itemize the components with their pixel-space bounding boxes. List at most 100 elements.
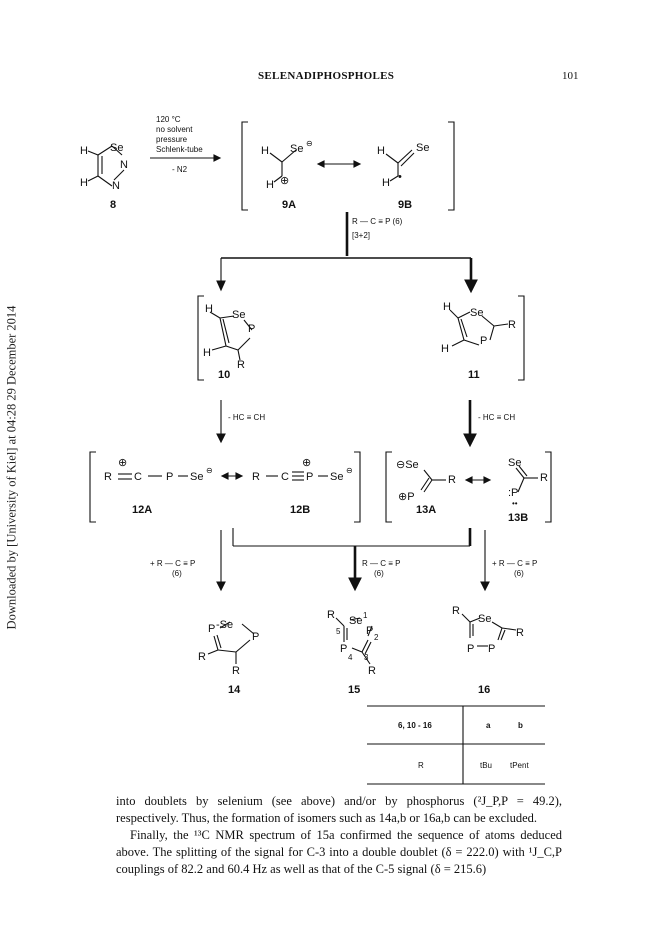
label-12B: 12B: [290, 504, 310, 516]
svg-text:⊕: ⊕: [280, 175, 289, 187]
structure-13A: [420, 469, 446, 493]
table-cell-tbu: tBu: [480, 761, 492, 770]
svg-text:Se: Se: [110, 142, 123, 154]
table-cell-tpent: tPent: [510, 761, 529, 770]
svg-text:P: P: [488, 643, 495, 655]
svg-text:N: N: [120, 159, 128, 171]
svg-text:R: R: [237, 359, 245, 371]
condition-pressure: pressure: [156, 135, 188, 144]
svg-text:Se: Se: [508, 457, 521, 469]
label-9B: 9B: [398, 199, 412, 211]
svg-text:H: H: [382, 177, 390, 189]
svg-text:H: H: [377, 145, 385, 157]
svg-text:⊕: ⊕: [302, 457, 311, 469]
svg-text:H: H: [441, 343, 449, 355]
svg-text:P: P: [252, 631, 259, 643]
svg-text:H: H: [203, 347, 211, 359]
svg-text:C: C: [281, 471, 289, 483]
svg-text:Se: Se: [330, 471, 343, 483]
svg-text:⊖: ⊖: [206, 466, 213, 475]
table-header-b: b: [518, 721, 523, 730]
table-cell-r: R: [418, 761, 424, 770]
svg-text:⊕P: ⊕P: [398, 491, 415, 503]
svg-text:Se: Se: [478, 613, 491, 625]
svg-text:••: ••: [512, 499, 518, 508]
reaction-scheme: 120 °C no solvent pressure Schlenk-tube …: [80, 115, 552, 785]
svg-text:R: R: [252, 471, 260, 483]
svg-text:R: R: [448, 474, 456, 486]
label-9A: 9A: [282, 199, 296, 211]
svg-text:R: R: [104, 471, 112, 483]
svg-text:C: C: [134, 471, 142, 483]
reagent-center: R — C ≡ P: [362, 559, 400, 568]
table-header-a: a: [486, 721, 491, 730]
label-8: 8: [110, 199, 116, 211]
reagent-center-ref: (6): [374, 569, 384, 578]
structure-13B: [515, 465, 538, 493]
label-13A: 13A: [416, 504, 436, 516]
svg-text::P: :P: [508, 487, 518, 499]
svg-text:R: R: [327, 609, 335, 621]
reagent-right: + R — C ≡ P: [492, 559, 537, 568]
svg-text:R: R: [508, 319, 516, 331]
svg-text:P: P: [166, 471, 173, 483]
svg-text:R: R: [516, 627, 524, 639]
svg-text:•: •: [398, 171, 402, 183]
svg-text:R: R: [232, 665, 240, 677]
label-13B: 13B: [508, 512, 528, 524]
svg-text:Se: Se: [470, 307, 483, 319]
svg-text:P: P: [480, 335, 487, 347]
structure-11: [449, 309, 509, 347]
label-12A: 12A: [132, 504, 152, 516]
structure-15: [335, 617, 373, 665]
label-15: 15: [348, 684, 360, 696]
structure-9A: [269, 149, 297, 183]
loss-acetylene-left: - HC ≡ CH: [228, 413, 265, 422]
svg-text:H: H: [80, 145, 88, 157]
svg-text:H: H: [261, 145, 269, 157]
running-title: SELENADIPHOSPHOLES: [258, 70, 395, 82]
paragraph-2: Finally, the ¹³C NMR spectrum of 15a con…: [116, 828, 562, 876]
structure-16: [461, 613, 517, 647]
svg-text:-Se: -Se: [216, 619, 233, 631]
svg-text:R: R: [540, 472, 548, 484]
svg-text:H: H: [80, 177, 88, 189]
svg-text:⊖Se: ⊖Se: [396, 459, 419, 471]
svg-text:P: P: [467, 643, 474, 655]
cycloaddition-label: [3+2]: [352, 231, 370, 240]
svg-text:Se: Se: [349, 615, 362, 627]
svg-text:H: H: [205, 303, 213, 315]
svg-text:N: N: [112, 180, 120, 192]
page-number: 101: [562, 70, 579, 82]
structure-14: [207, 621, 255, 664]
svg-text:P: P: [366, 625, 373, 637]
svg-text:R: R: [452, 605, 460, 617]
structure-10: [209, 311, 253, 361]
svg-text:R: R: [198, 651, 206, 663]
loss-acetylene-right: - HC ≡ CH: [478, 413, 515, 422]
svg-text:P: P: [340, 643, 347, 655]
svg-text:H: H: [443, 301, 451, 313]
condition-solvent: no solvent: [156, 125, 193, 134]
svg-text:Se: Se: [190, 471, 203, 483]
condition-vessel: Schlenk-tube: [156, 145, 203, 154]
paragraph-1: into doublets by selenium (see above) an…: [116, 794, 562, 825]
reagent-right-ref: (6): [514, 569, 524, 578]
label-11: 11: [468, 369, 480, 381]
svg-text:⊖: ⊖: [346, 466, 353, 475]
svg-text:2: 2: [374, 633, 379, 642]
condition-n2-loss: - N2: [172, 165, 188, 174]
svg-text:⊖: ⊖: [306, 139, 313, 148]
svg-text:1: 1: [363, 611, 368, 620]
svg-text:P: P: [306, 471, 313, 483]
svg-text:R: R: [368, 665, 376, 677]
table-header-compounds: 6, 10 - 16: [398, 721, 432, 730]
body-text: into doublets by selenium (see above) an…: [116, 793, 562, 878]
label-10: 10: [218, 369, 230, 381]
svg-text:P: P: [248, 323, 255, 335]
reagent-left-ref: (6): [172, 569, 182, 578]
svg-text:Se: Se: [232, 309, 245, 321]
label-14: 14: [228, 684, 241, 696]
running-header: SELENADIPHOSPHOLES 101: [0, 70, 648, 86]
structure-8: [87, 145, 125, 187]
